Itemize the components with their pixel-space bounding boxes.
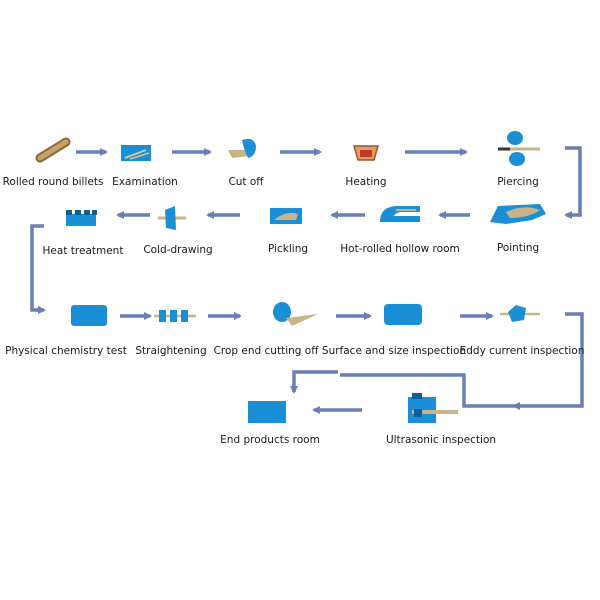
label-ultrasonic-inspection: Ultrasonic inspection	[385, 434, 497, 446]
straightening-machine-icon	[154, 310, 196, 322]
crop-cutting-icon	[273, 302, 318, 326]
cold-drawing-icon	[158, 206, 186, 230]
label-crop-end-cutting-off: Crop end cutting off	[213, 345, 319, 357]
label-pointing: Pointing	[496, 242, 540, 254]
loop-line	[340, 373, 514, 408]
label-heat-treatment: Heat treatment	[42, 245, 124, 257]
label-piercing: Piercing	[497, 176, 539, 188]
billet-icon	[35, 137, 71, 163]
arrow-15-16	[512, 312, 584, 410]
surface-inspection-icon	[384, 304, 422, 325]
cut-off-icon	[228, 138, 256, 158]
arrow-5-6	[564, 146, 582, 219]
label-heating: Heating	[345, 176, 387, 188]
piercing-mill-icon	[498, 131, 540, 166]
arrow-10-11	[30, 224, 46, 314]
label-end-products-room: End products room	[220, 434, 320, 446]
label-pickling: Pickling	[267, 243, 309, 255]
eddy-current-icon	[500, 305, 540, 322]
label-surface-and-size-inspection: Surface and size inspection	[321, 345, 467, 357]
arrow-into-products	[290, 370, 338, 394]
end-products-icon	[248, 401, 286, 423]
hollow-room-icon	[380, 206, 420, 222]
label-rolled-round-billets: Rolled round billets	[2, 176, 104, 188]
label-hot-rolled-hollow-room: Hot-rolled hollow room	[340, 243, 460, 255]
label-cut-off: Cut off	[228, 176, 264, 188]
chemistry-test-icon	[71, 305, 107, 326]
label-eddy-current-inspection: Eddy current inspection	[459, 345, 585, 357]
label-examination: Examination	[112, 176, 178, 188]
examination-icon	[121, 145, 151, 161]
label-physical-chemistry-test: Physical chemistry test	[5, 345, 127, 357]
label-straightening: Straightening	[135, 345, 207, 357]
ultrasonic-icon	[408, 393, 458, 423]
pointing-machine-icon	[490, 204, 546, 224]
heating-furnace-icon	[353, 145, 379, 161]
pickling-tank-icon	[270, 208, 302, 224]
heat-treatment-furnace-icon	[66, 210, 97, 226]
label-cold-drawing: Cold-drawing	[143, 244, 213, 256]
